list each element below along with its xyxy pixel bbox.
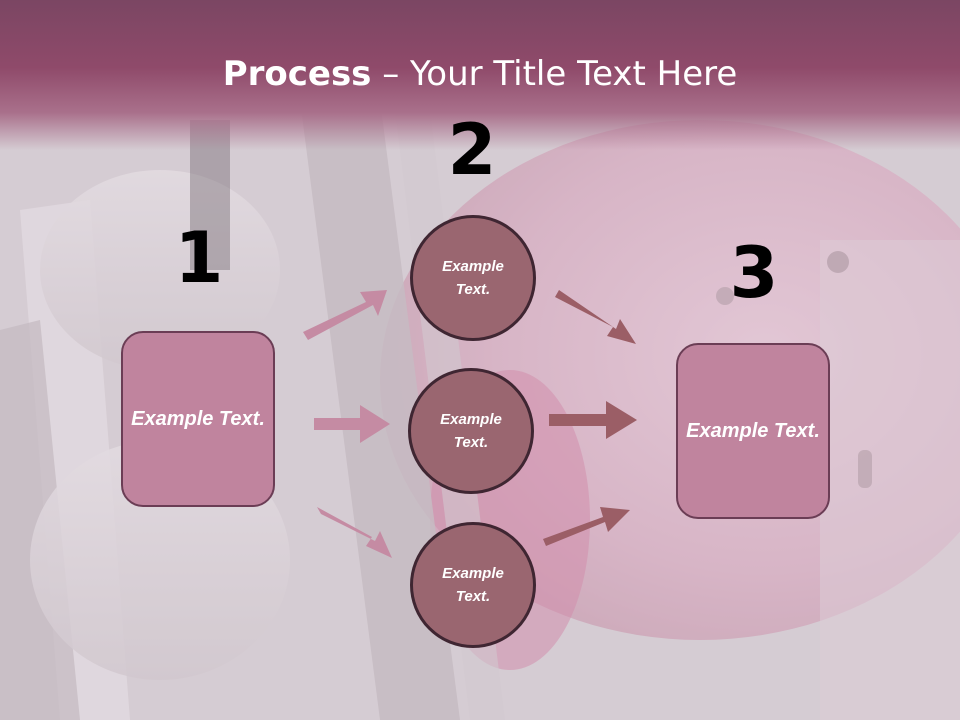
step-number-1: 1 — [174, 217, 224, 299]
arrow-circle2-to-box3 — [549, 401, 637, 439]
step-number-3: 3 — [729, 232, 779, 314]
process-circle-3: Example Text. — [410, 522, 536, 648]
process-circle-3-text: Example Text. — [442, 565, 504, 605]
process-circle-1-text: Example Text. — [442, 258, 504, 298]
title-rest: – Your Title Text Here — [371, 54, 738, 94]
step-number-2: 2 — [447, 109, 497, 191]
title-band — [0, 0, 960, 150]
step-box-right: Example Text. — [676, 343, 830, 519]
process-circle-2-text: Example Text. — [440, 411, 502, 451]
arrow-box1-to-circle3 — [317, 507, 392, 558]
slide-title: Process – Your Title Text Here — [0, 54, 960, 94]
arrow-circle3-to-box3 — [543, 507, 630, 546]
title-bold: Process — [222, 54, 372, 94]
arrow-box1-to-circle1 — [303, 290, 387, 340]
arrow-box1-to-circle2 — [314, 405, 390, 443]
process-circle-2: Example Text. — [408, 368, 534, 494]
step-box-left-text: Example Text. — [131, 407, 265, 430]
step-box-right-text: Example Text. — [686, 419, 820, 442]
step-box-left: Example Text. — [121, 331, 275, 507]
arrow-circle1-to-box3 — [555, 290, 636, 344]
process-circle-1: Example Text. — [410, 215, 536, 341]
